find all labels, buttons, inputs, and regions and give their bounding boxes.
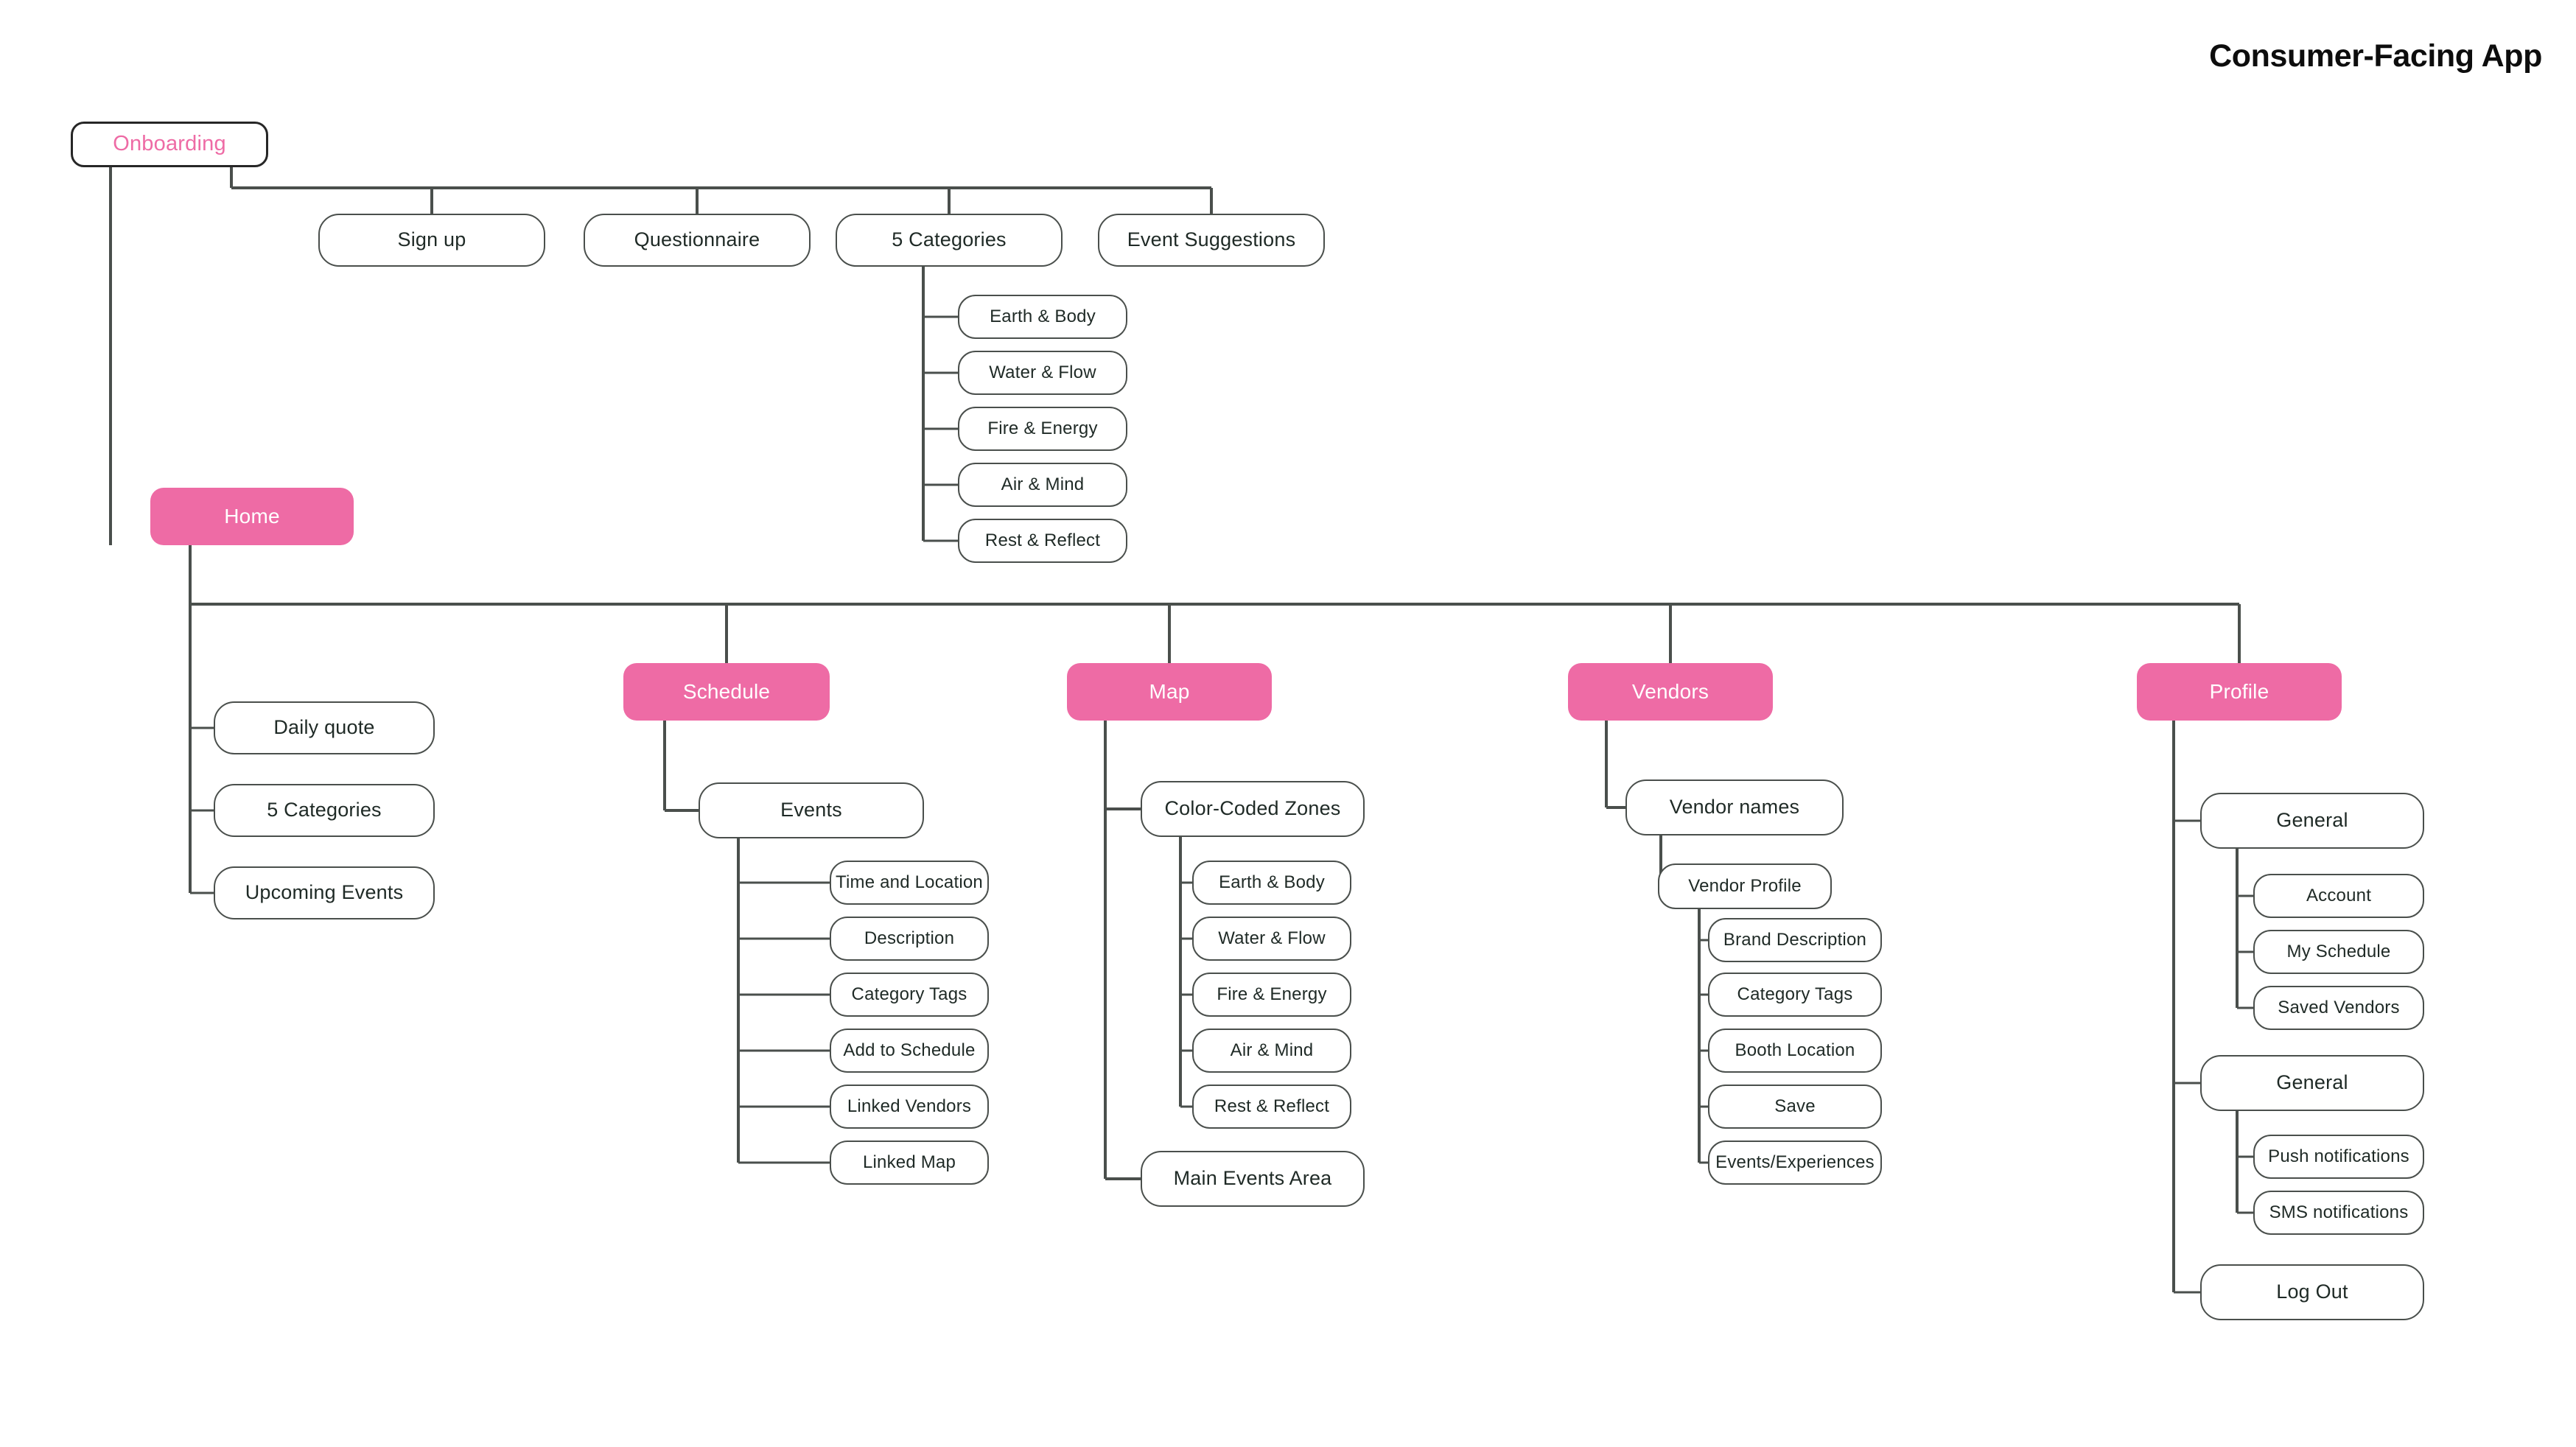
node-questionnaire[interactable]: Questionnaire [584, 214, 811, 267]
node-profile[interactable]: Profile [2137, 663, 2342, 721]
node-ev-vendors[interactable]: Linked Vendors [830, 1085, 989, 1129]
node-vendors[interactable]: Vendors [1568, 663, 1773, 721]
node-g1-schedule[interactable]: My Schedule [2253, 930, 2424, 974]
node-five-categories-onb[interactable]: 5 Categories [836, 214, 1063, 267]
node-signup[interactable]: Sign up [318, 214, 545, 267]
node-home[interactable]: Home [150, 488, 354, 545]
page-title: Consumer-Facing App [2209, 38, 2542, 74]
node-map[interactable]: Map [1067, 663, 1272, 721]
node-events[interactable]: Events [699, 782, 924, 838]
node-z-earth[interactable]: Earth & Body [1192, 861, 1351, 905]
node-cat-air[interactable]: Air & Mind [958, 463, 1127, 507]
node-main-events-area[interactable]: Main Events Area [1141, 1151, 1365, 1207]
node-ev-add[interactable]: Add to Schedule [830, 1029, 989, 1073]
node-cat-fire[interactable]: Fire & Energy [958, 407, 1127, 451]
node-logout[interactable]: Log Out [2200, 1264, 2424, 1320]
node-cat-rest[interactable]: Rest & Reflect [958, 519, 1127, 563]
node-schedule[interactable]: Schedule [623, 663, 830, 721]
node-ev-desc[interactable]: Description [830, 917, 989, 961]
node-vp-events[interactable]: Events/Experiences [1708, 1141, 1882, 1185]
node-z-air[interactable]: Air & Mind [1192, 1029, 1351, 1073]
node-z-rest[interactable]: Rest & Reflect [1192, 1085, 1351, 1129]
node-ev-map[interactable]: Linked Map [830, 1141, 989, 1185]
node-vendor-profile[interactable]: Vendor Profile [1658, 863, 1832, 909]
node-z-fire[interactable]: Fire & Energy [1192, 973, 1351, 1017]
node-cat-earth[interactable]: Earth & Body [958, 295, 1127, 339]
node-zones[interactable]: Color-Coded Zones [1141, 781, 1365, 837]
node-cat-water[interactable]: Water & Flow [958, 351, 1127, 395]
node-five-categories-home[interactable]: 5 Categories [214, 784, 435, 837]
node-vp-tags[interactable]: Category Tags [1708, 973, 1882, 1017]
node-g1-account[interactable]: Account [2253, 874, 2424, 918]
node-vp-brand[interactable]: Brand Description [1708, 918, 1882, 962]
node-vp-booth[interactable]: Booth Location [1708, 1029, 1882, 1073]
node-upcoming-events[interactable]: Upcoming Events [214, 866, 435, 919]
node-vendor-names[interactable]: Vendor names [1625, 779, 1844, 835]
node-z-water[interactable]: Water & Flow [1192, 917, 1351, 961]
node-ev-time[interactable]: Time and Location [830, 861, 989, 905]
node-general-1[interactable]: General [2200, 793, 2424, 849]
node-vp-save[interactable]: Save [1708, 1085, 1882, 1129]
node-general-2[interactable]: General [2200, 1055, 2424, 1111]
node-onboarding[interactable]: Onboarding [71, 122, 268, 167]
node-g2-sms[interactable]: SMS notifications [2253, 1191, 2424, 1235]
node-g1-saved[interactable]: Saved Vendors [2253, 986, 2424, 1030]
node-ev-tags[interactable]: Category Tags [830, 973, 989, 1017]
node-g2-push[interactable]: Push notifications [2253, 1135, 2424, 1179]
node-daily-quote[interactable]: Daily quote [214, 701, 435, 754]
node-event-suggestions[interactable]: Event Suggestions [1098, 214, 1325, 267]
